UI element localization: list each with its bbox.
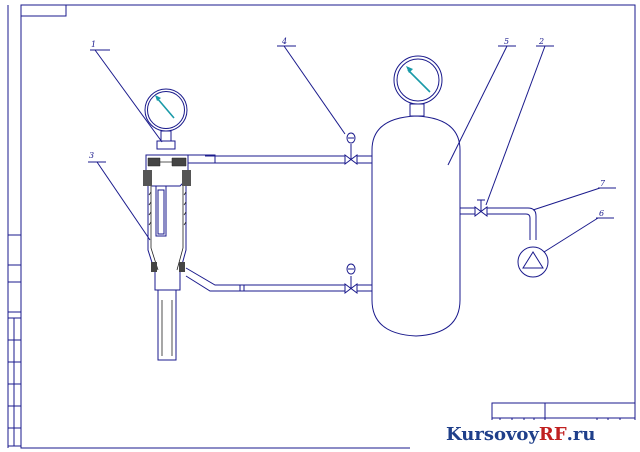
- callout-label: 6: [599, 209, 604, 218]
- watermark-brand: KursovoyRF.ru: [446, 424, 595, 445]
- callout-5: 5: [447, 37, 516, 166]
- callout-label: 7: [600, 179, 606, 188]
- valve-side-icon: [474, 206, 488, 217]
- corner-stamp: [20, 4, 67, 17]
- upper-pipe: [188, 154, 372, 164]
- callout-3: 3: [88, 151, 151, 241]
- gauge-right: [393, 55, 443, 105]
- brand-main: Kursovoy: [446, 424, 539, 445]
- valve-upper-icon: [344, 132, 358, 165]
- brand-accent: RF: [538, 424, 567, 445]
- left-margin-stamps: [7, 234, 22, 447]
- gauge-needle-icon: [156, 97, 175, 119]
- apparatus-body: [143, 154, 191, 361]
- callout-label: 5: [504, 37, 509, 46]
- watermark: KursovoyRF.ru: [410, 420, 640, 452]
- callout-6: 6: [543, 209, 614, 253]
- callout-label: 1: [91, 40, 96, 49]
- callout-2: 2: [485, 37, 554, 206]
- side-outlet: [460, 199, 537, 240]
- gauge-needle-icon: [407, 69, 431, 93]
- pump-icon: [517, 246, 549, 278]
- callout-1: 1: [90, 40, 163, 143]
- valve-lower-icon: [344, 263, 358, 294]
- callout-7: 7: [532, 179, 616, 211]
- gauge-left: [144, 88, 188, 150]
- callout-label: 3: [89, 151, 94, 160]
- callout-4: 4: [277, 37, 346, 135]
- callout-label: 2: [538, 37, 544, 46]
- pressure-vessel: [371, 103, 461, 337]
- callout-label: 4: [281, 37, 287, 46]
- sheet-border: [20, 4, 636, 449]
- lower-pipe: [185, 267, 372, 292]
- brand-suffix: .ru: [566, 424, 596, 445]
